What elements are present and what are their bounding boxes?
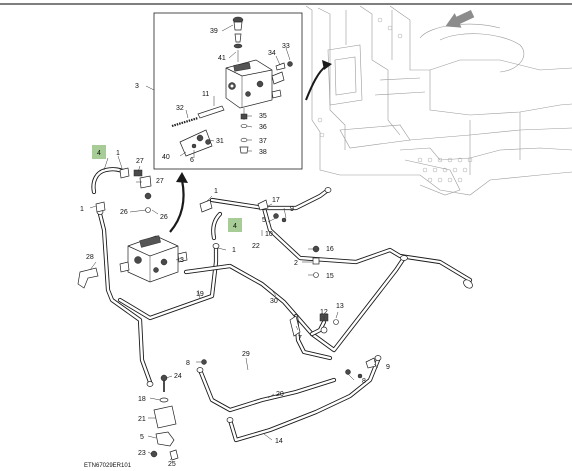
- callout-20: 20: [276, 391, 284, 398]
- upper-fittings: [95, 167, 287, 223]
- callout-39: 39: [210, 28, 218, 35]
- figure-code: ETN67029ER101: [84, 463, 132, 469]
- callout-7: 7: [298, 335, 302, 342]
- callout-26: 26: [160, 214, 168, 221]
- callout-2: 2: [294, 260, 298, 267]
- callout-1: 1: [80, 206, 84, 213]
- location-arrow: [305, 65, 327, 101]
- leader-lines: [89, 155, 379, 461]
- callout-1: 1: [214, 188, 218, 195]
- callout-3: 3: [180, 257, 184, 264]
- callout-33: 33: [282, 43, 290, 50]
- callout-17: 17: [272, 197, 280, 204]
- bracket-28: [77, 267, 99, 289]
- callout-26: 26: [120, 209, 128, 216]
- callout-22: 22: [252, 243, 260, 250]
- callout-label: 4: [97, 150, 101, 157]
- callout-9: 9: [290, 206, 294, 213]
- callout-24: 24: [174, 373, 182, 380]
- lower-parts: [150, 315, 301, 461]
- callout-5: 5: [140, 434, 144, 441]
- callout-highlight-box: [228, 218, 242, 232]
- callout-30: 30: [270, 298, 278, 305]
- callout-labels: 39 41 33 34 3 11 32 35 36 31 40 6 37 38 …: [80, 28, 390, 468]
- callout-36: 36: [259, 124, 267, 131]
- callout-23: 23: [138, 450, 146, 457]
- callout-1: 1: [116, 150, 120, 157]
- tube-fittings: [96, 187, 473, 423]
- callout-35: 35: [259, 113, 267, 120]
- callout-31: 31: [216, 138, 224, 145]
- direction-arrow-icon: [445, 10, 475, 28]
- callout-5: 5: [262, 217, 266, 224]
- callout-6: 6: [190, 157, 194, 164]
- callout-label: 4: [233, 223, 237, 230]
- callout-1: 1: [232, 247, 236, 254]
- tube-lines: [97, 187, 473, 443]
- detail-arrowhead-icon: [176, 172, 188, 183]
- highlighted-callout-4-hose: 4: [92, 145, 106, 159]
- callout-28: 28: [86, 254, 94, 261]
- callout-32: 32: [176, 105, 184, 112]
- callout-27: 27: [136, 158, 144, 165]
- callout-3: 3: [135, 83, 139, 90]
- callout-15: 15: [326, 273, 334, 280]
- callout-19: 19: [196, 291, 204, 298]
- callout-8: 8: [186, 360, 190, 367]
- location-arrowhead-icon: [322, 60, 332, 70]
- callout-38: 38: [259, 149, 267, 156]
- callout-9: 9: [386, 364, 390, 371]
- callout-29: 29: [242, 351, 250, 358]
- main-valve-assembly: [119, 235, 188, 283]
- callout-25: 25: [168, 461, 176, 468]
- highlighted-callout-4-hose-center: 4: [228, 218, 242, 232]
- callout-18: 18: [138, 396, 146, 403]
- machine-frame-background: [305, 5, 572, 196]
- callout-34: 34: [268, 50, 276, 57]
- callout-21: 21: [138, 416, 146, 423]
- callout-37: 37: [259, 138, 267, 145]
- callout-40: 40: [162, 154, 170, 161]
- callout-13: 13: [336, 303, 344, 310]
- callout-16: 16: [326, 246, 334, 253]
- callout-41: 41: [218, 55, 226, 62]
- callout-8: 8: [362, 378, 366, 385]
- detail-callout-arrow: [169, 179, 185, 233]
- callout-10: 10: [265, 231, 273, 238]
- callout-highlight-box: [92, 145, 106, 159]
- callout-11: 11: [202, 91, 209, 98]
- callout-14: 14: [275, 438, 283, 445]
- inset-detail-box: [145, 12, 303, 170]
- callout-12: 12: [320, 309, 328, 316]
- callout-27: 27: [156, 178, 164, 185]
